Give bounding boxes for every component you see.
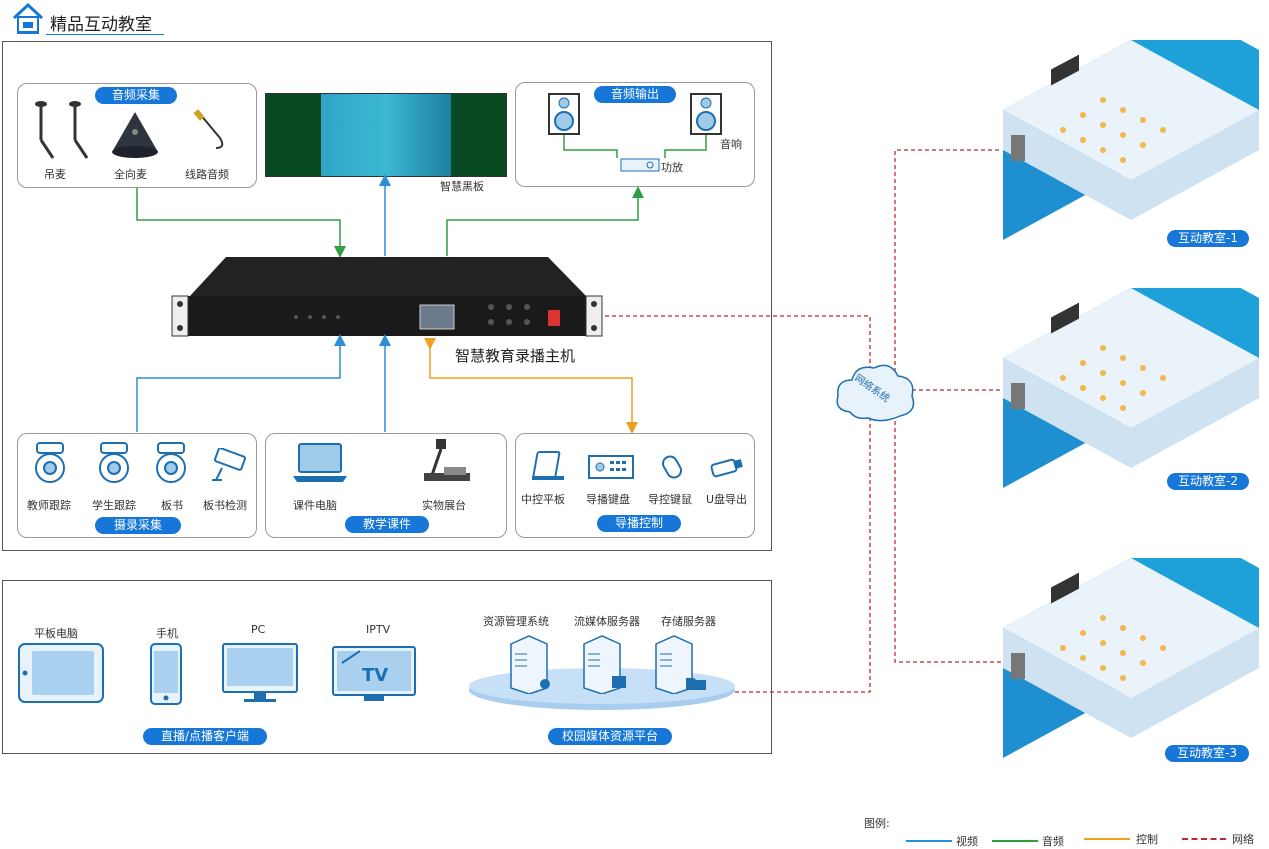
classroom-3-label: 互动教室-3	[1165, 745, 1249, 762]
camera-in-line	[136, 334, 346, 432]
legend-label: 网络	[1232, 833, 1254, 846]
courseware-item-label: 实物展台	[422, 499, 466, 512]
courseware-heading: 教学课件	[345, 516, 429, 533]
audio-item-label: 线路音频	[185, 168, 229, 181]
usb-drive-icon	[710, 458, 743, 478]
platform-item-label: 流媒体服务器	[574, 615, 640, 628]
clients-heading: 直播/点播客户端	[143, 728, 267, 745]
laptop-icon	[293, 443, 347, 482]
control-line	[424, 338, 638, 434]
directing-item-label: U盘导出	[706, 493, 748, 506]
classroom3-network-line	[894, 400, 1002, 663]
legend-label: 视频	[956, 835, 978, 848]
host-network-line	[605, 315, 871, 372]
audio-in-line	[136, 188, 346, 258]
storage-server-icon	[655, 635, 706, 694]
client-item-label: 平板电脑	[34, 627, 78, 640]
phone-icon	[150, 643, 182, 705]
smart-board	[265, 93, 507, 177]
student-camera-icon	[99, 442, 129, 483]
teacher-camera-icon	[35, 442, 65, 483]
directing-item-label: 中控平板	[521, 493, 565, 506]
camera-item-label: 板书检测	[203, 499, 247, 512]
platform-item-label: 资源管理系统	[483, 615, 549, 628]
courseware-item-label: 课件电脑	[293, 499, 337, 512]
amplifier-icon	[620, 158, 660, 172]
legend: 图例: 视频 音频 控制 网络	[860, 815, 1260, 848]
board-detect-camera-icon	[212, 448, 246, 481]
classroom-house-icon	[12, 2, 44, 34]
camera-capture-heading: 摄录采集	[95, 517, 181, 534]
classroom-3-illustration	[1003, 558, 1259, 758]
tablet-icon	[532, 451, 564, 480]
classroom-2-illustration	[1003, 288, 1259, 488]
camera-item-label: 教师跟踪	[27, 499, 71, 512]
directing-item-label: 导控键鼠	[648, 493, 692, 506]
iptv-icon: TV	[332, 646, 416, 701]
client-item-label: IPTV	[366, 623, 391, 636]
director-keyboard-icon	[588, 455, 634, 479]
legend-label: 音频	[1042, 835, 1064, 848]
iptv-tv-text: TV	[362, 665, 388, 686]
resource-server-icon	[510, 635, 550, 694]
legend-swatch-control	[1084, 838, 1130, 840]
line-audio-icon	[193, 109, 224, 149]
directing-item-label: 导播键盘	[586, 493, 630, 506]
audio-output-heading: 音频输出	[594, 86, 676, 103]
streaming-server-icon	[583, 635, 626, 694]
client-item-label: 手机	[156, 627, 178, 640]
omni-mic-icon	[112, 112, 158, 158]
legend-title: 图例:	[864, 817, 890, 830]
classroom-2-label: 互动教室-2	[1167, 473, 1249, 490]
legend-label: 控制	[1136, 833, 1158, 846]
camera-item-label: 板书	[161, 499, 183, 512]
directing-heading: 导播控制	[597, 515, 681, 532]
pc-monitor-icon	[222, 643, 298, 702]
audio-capture-heading: 音频采集	[95, 87, 177, 104]
document-camera-icon	[424, 439, 470, 481]
audio-item-label: 全向麦	[114, 168, 147, 181]
classroom-1-illustration	[1003, 40, 1259, 240]
platform-item-label: 存储服务器	[661, 615, 716, 628]
speaker-left-icon	[548, 93, 580, 135]
page-title: 精品互动教室	[50, 15, 152, 35]
title-bar: 精品互动教室	[10, 2, 170, 36]
speaker-label: 音响	[720, 138, 742, 151]
platform-heading: 校园媒体资源平台	[548, 728, 672, 745]
network-cloud: 网络系统	[836, 364, 915, 422]
legend-swatch-audio	[992, 840, 1038, 842]
legend-swatch-video	[906, 840, 952, 842]
board-camera-icon	[156, 442, 186, 483]
mouse-icon	[662, 455, 682, 479]
title-underline	[46, 34, 164, 35]
hanging-mic-icon	[35, 101, 89, 159]
audio-out-line	[446, 186, 644, 256]
speaker-wiring	[563, 135, 707, 158]
classroom-1-label: 互动教室-1	[1167, 230, 1249, 247]
platform-network-line	[735, 405, 871, 693]
signal-flow-arrows	[136, 174, 644, 434]
smart-board-screen	[321, 94, 451, 176]
client-item-label: PC	[251, 623, 266, 636]
audio-item-label: 吊麦	[44, 168, 66, 181]
camera-item-label: 学生跟踪	[92, 499, 136, 512]
smart-board-label: 智慧黑板	[440, 180, 484, 193]
legend-swatch-network	[1182, 838, 1226, 840]
recording-host	[171, 257, 603, 337]
tablet-client-icon	[18, 643, 104, 703]
amplifier-label: 功放	[661, 161, 683, 174]
speaker-right-icon	[690, 93, 722, 135]
classroom1-network-line	[894, 149, 1002, 372]
